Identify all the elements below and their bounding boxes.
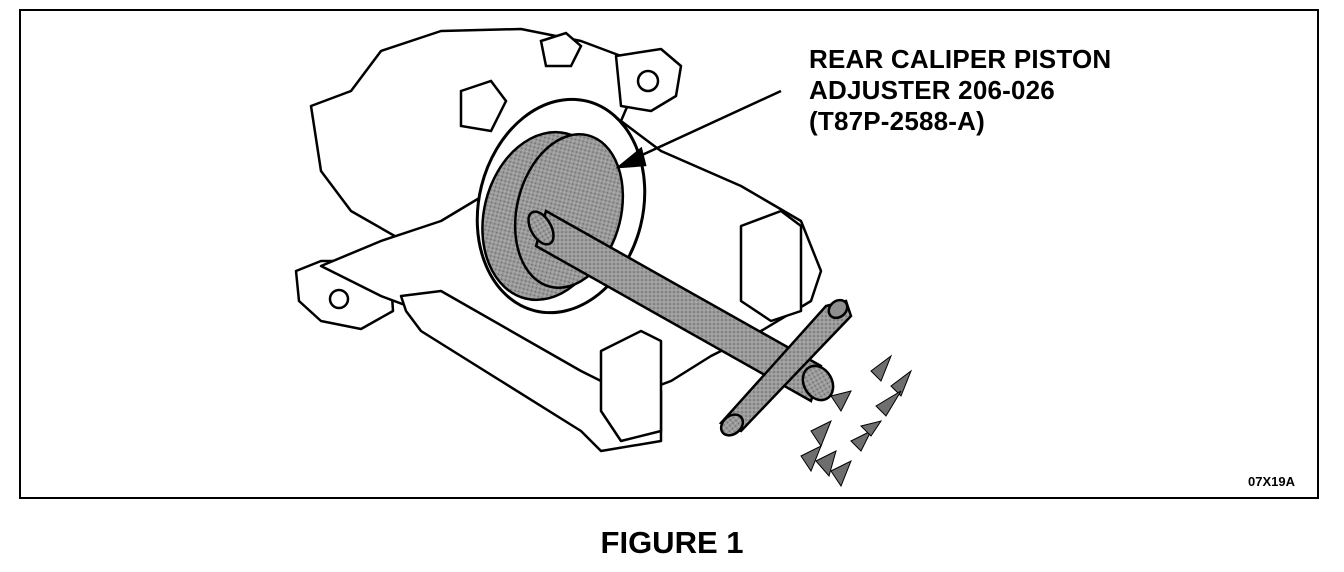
figure-caption: FIGURE 1 [600, 525, 744, 560]
rotation-arrows [800, 354, 913, 488]
callout-leader [615, 89, 782, 169]
callout-line: ADJUSTER 206-026 [809, 75, 1055, 105]
callout-label: REAR CALIPER PISTON ADJUSTER 206-026 (T8… [809, 44, 1111, 137]
callout-line: (T87P-2588-A) [809, 106, 985, 136]
figure-frame: REAR CALIPER PISTON ADJUSTER 206-026 (T8… [19, 9, 1319, 499]
figure-code: 07X19A [1248, 474, 1295, 489]
adjuster-tool [481, 130, 853, 437]
bleeder-boss [459, 79, 508, 133]
caliper-illustration [294, 27, 913, 488]
callout-line: REAR CALIPER PISTON [809, 44, 1112, 74]
